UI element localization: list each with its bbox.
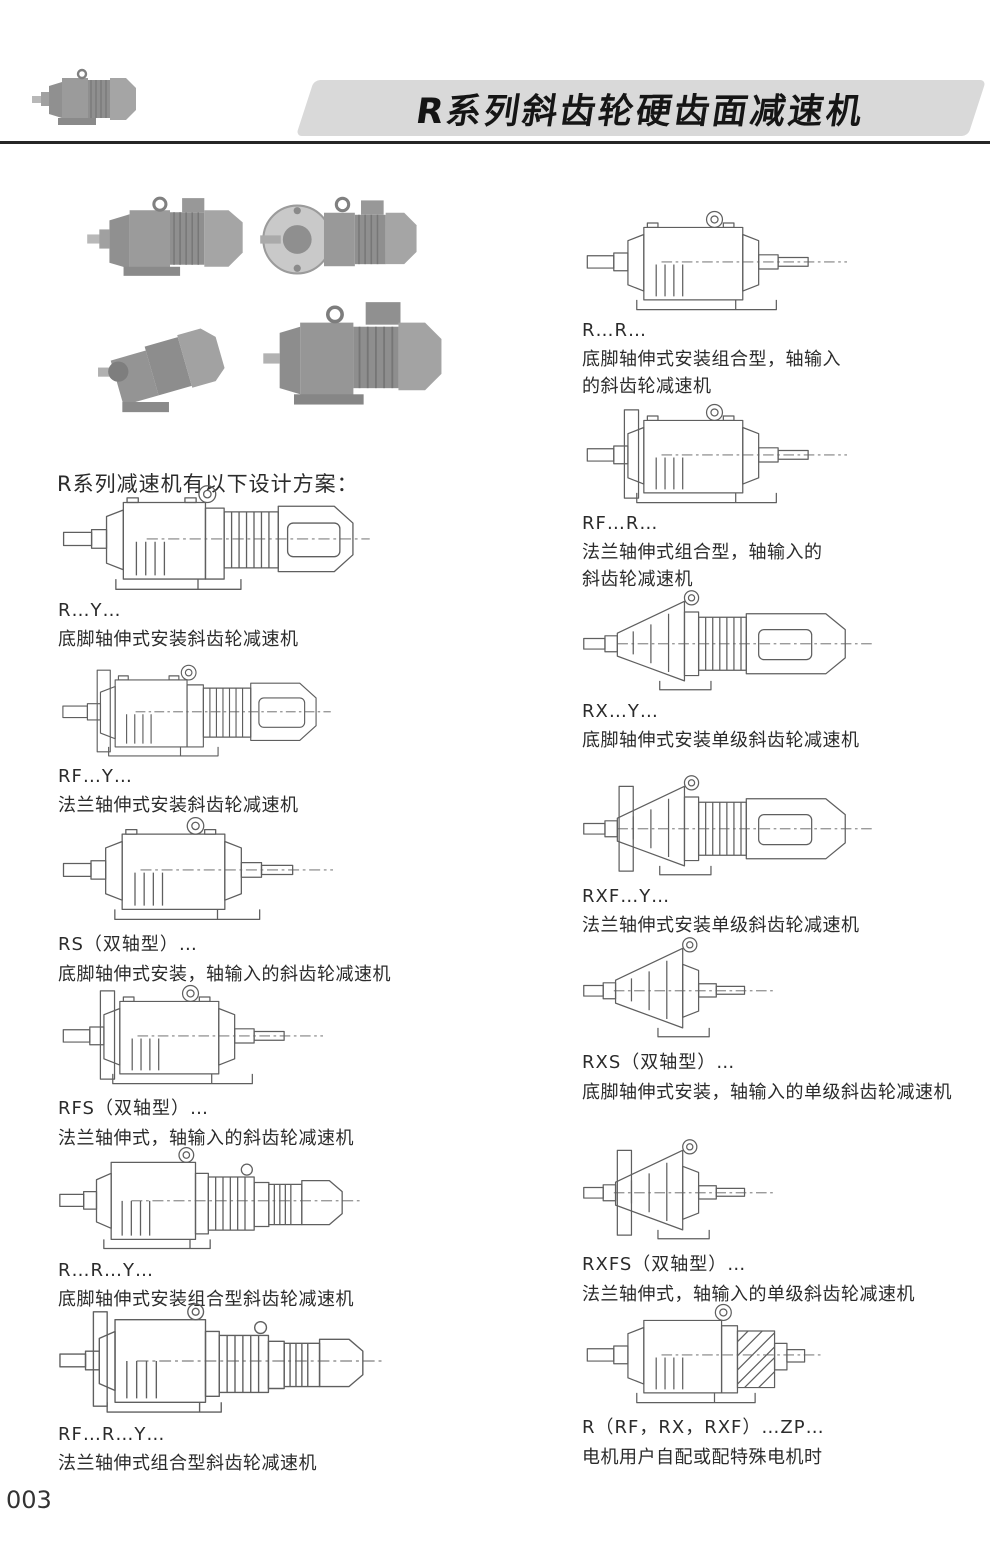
- product-photo-2: [260, 186, 425, 294]
- intro-text: R系列减速机有以下设计方案：: [57, 472, 359, 496]
- model-desc: 底脚轴伸式安装组合型斜齿轮减速机: [58, 1289, 354, 1310]
- model-desc: 法兰轴伸式组合型，轴输入的 斜齿轮减速机: [582, 542, 823, 590]
- model-desc: 底脚轴伸式安装组合型，轴输入 的斜齿轮减速机: [582, 349, 841, 397]
- line-drawing-r-r: [582, 208, 974, 314]
- model-desc: 电机用户自配或配特殊电机时: [582, 1447, 823, 1468]
- figure-rxfs: RXFS（双轴型）… 法兰轴伸式，轴输入的单级斜齿轮减速机: [582, 1138, 974, 1308]
- header-divider: [0, 141, 990, 144]
- model-desc: 法兰轴伸式安装斜齿轮减速机: [58, 795, 299, 816]
- model-desc: 法兰轴伸式安装单级斜齿轮减速机: [582, 915, 860, 936]
- model-desc: 法兰轴伸式，轴输入的斜齿轮减速机: [58, 1128, 354, 1149]
- figure-rs: RS（双轴型）… 底脚轴伸式安装，轴输入的斜齿轮减速机: [58, 814, 410, 988]
- figure-rf-r-y: RF…R…Y… 法兰轴伸式组合型斜齿轮减速机: [58, 1300, 410, 1477]
- header-gearmotor-photo: [30, 62, 145, 134]
- model-code: R…Y…: [58, 600, 122, 621]
- line-drawing-rxf-y: [582, 774, 974, 880]
- model-code: RF…R…: [582, 513, 659, 534]
- model-code: RF…Y…: [58, 766, 133, 787]
- model-code: RF…R…Y…: [58, 1424, 166, 1445]
- model-desc: 底脚轴伸式安装斜齿轮减速机: [58, 629, 299, 650]
- model-code: RS（双轴型）…: [58, 934, 198, 955]
- line-drawing-rf-r: [582, 401, 974, 507]
- model-desc: 法兰轴伸式组合型斜齿轮减速机: [58, 1453, 317, 1474]
- model-code: RXS（双轴型）…: [582, 1052, 736, 1073]
- page-title: R系列斜齿轮硬齿面减速机: [413, 91, 868, 132]
- model-code: RXFS（双轴型）…: [582, 1254, 747, 1275]
- page-title-banner: R系列斜齿轮硬齿面减速机: [295, 80, 987, 136]
- model-code: RX…Y…: [582, 701, 659, 722]
- figure-rf-r: RF…R… 法兰轴伸式组合型，轴输入的 斜齿轮减速机: [582, 401, 974, 593]
- figure-r-y: R…Y… 底脚轴伸式安装斜齿轮减速机: [58, 482, 410, 653]
- line-drawing-r-zp: [582, 1301, 974, 1407]
- model-desc: 底脚轴伸式安装单级斜齿轮减速机: [582, 730, 860, 751]
- figure-rfs: RFS（双轴型）… 法兰轴伸式，轴输入的斜齿轮减速机: [58, 982, 410, 1152]
- model-code: RFS（双轴型）…: [58, 1098, 209, 1119]
- page-number: 003: [6, 1486, 52, 1514]
- figure-rx-y: RX…Y… 底脚轴伸式安装单级斜齿轮减速机: [582, 589, 974, 754]
- model-code: R…R…Y…: [58, 1260, 155, 1281]
- line-drawing-rfs: [58, 982, 410, 1088]
- line-drawing-r-y: [58, 482, 410, 594]
- model-code: RXF…Y…: [582, 886, 671, 907]
- line-drawing-r-r-y: [58, 1144, 410, 1254]
- model-code: R…R…: [582, 320, 648, 341]
- figure-rf-y: RF…Y… 法兰轴伸式安装斜齿轮减速机: [58, 662, 410, 819]
- line-drawing-rs: [58, 814, 410, 924]
- model-desc: 底脚轴伸式安装，轴输入的单级斜齿轮减速机: [582, 1082, 952, 1103]
- model-code: R（RF，RX，RXF）…ZP…: [582, 1417, 825, 1438]
- product-photo-4: [262, 296, 454, 424]
- figure-r-zp: R（RF，RX，RXF）…ZP… 电机用户自配或配特殊电机时: [582, 1301, 974, 1471]
- figure-r-r-y: R…R…Y… 底脚轴伸式安装组合型斜齿轮减速机: [58, 1144, 410, 1313]
- model-desc: 法兰轴伸式，轴输入的单级斜齿轮减速机: [582, 1284, 915, 1305]
- product-photo-1: [85, 186, 257, 292]
- line-drawing-rx-y: [582, 589, 974, 695]
- figure-r-r: R…R… 底脚轴伸式安装组合型，轴输入 的斜齿轮减速机: [582, 208, 974, 400]
- line-drawing-rf-r-y: [58, 1300, 410, 1418]
- model-desc: 底脚轴伸式安装，轴输入的斜齿轮减速机: [58, 964, 391, 985]
- line-drawing-rf-y: [58, 662, 410, 760]
- line-drawing-rxfs: [582, 1138, 974, 1244]
- figure-rxf-y: RXF…Y… 法兰轴伸式安装单级斜齿轮减速机: [582, 774, 974, 939]
- figure-rxs: RXS（双轴型）… 底脚轴伸式安装，轴输入的单级斜齿轮减速机: [582, 936, 974, 1106]
- product-photo-3: [96, 303, 248, 423]
- line-drawing-rxs: [582, 936, 974, 1042]
